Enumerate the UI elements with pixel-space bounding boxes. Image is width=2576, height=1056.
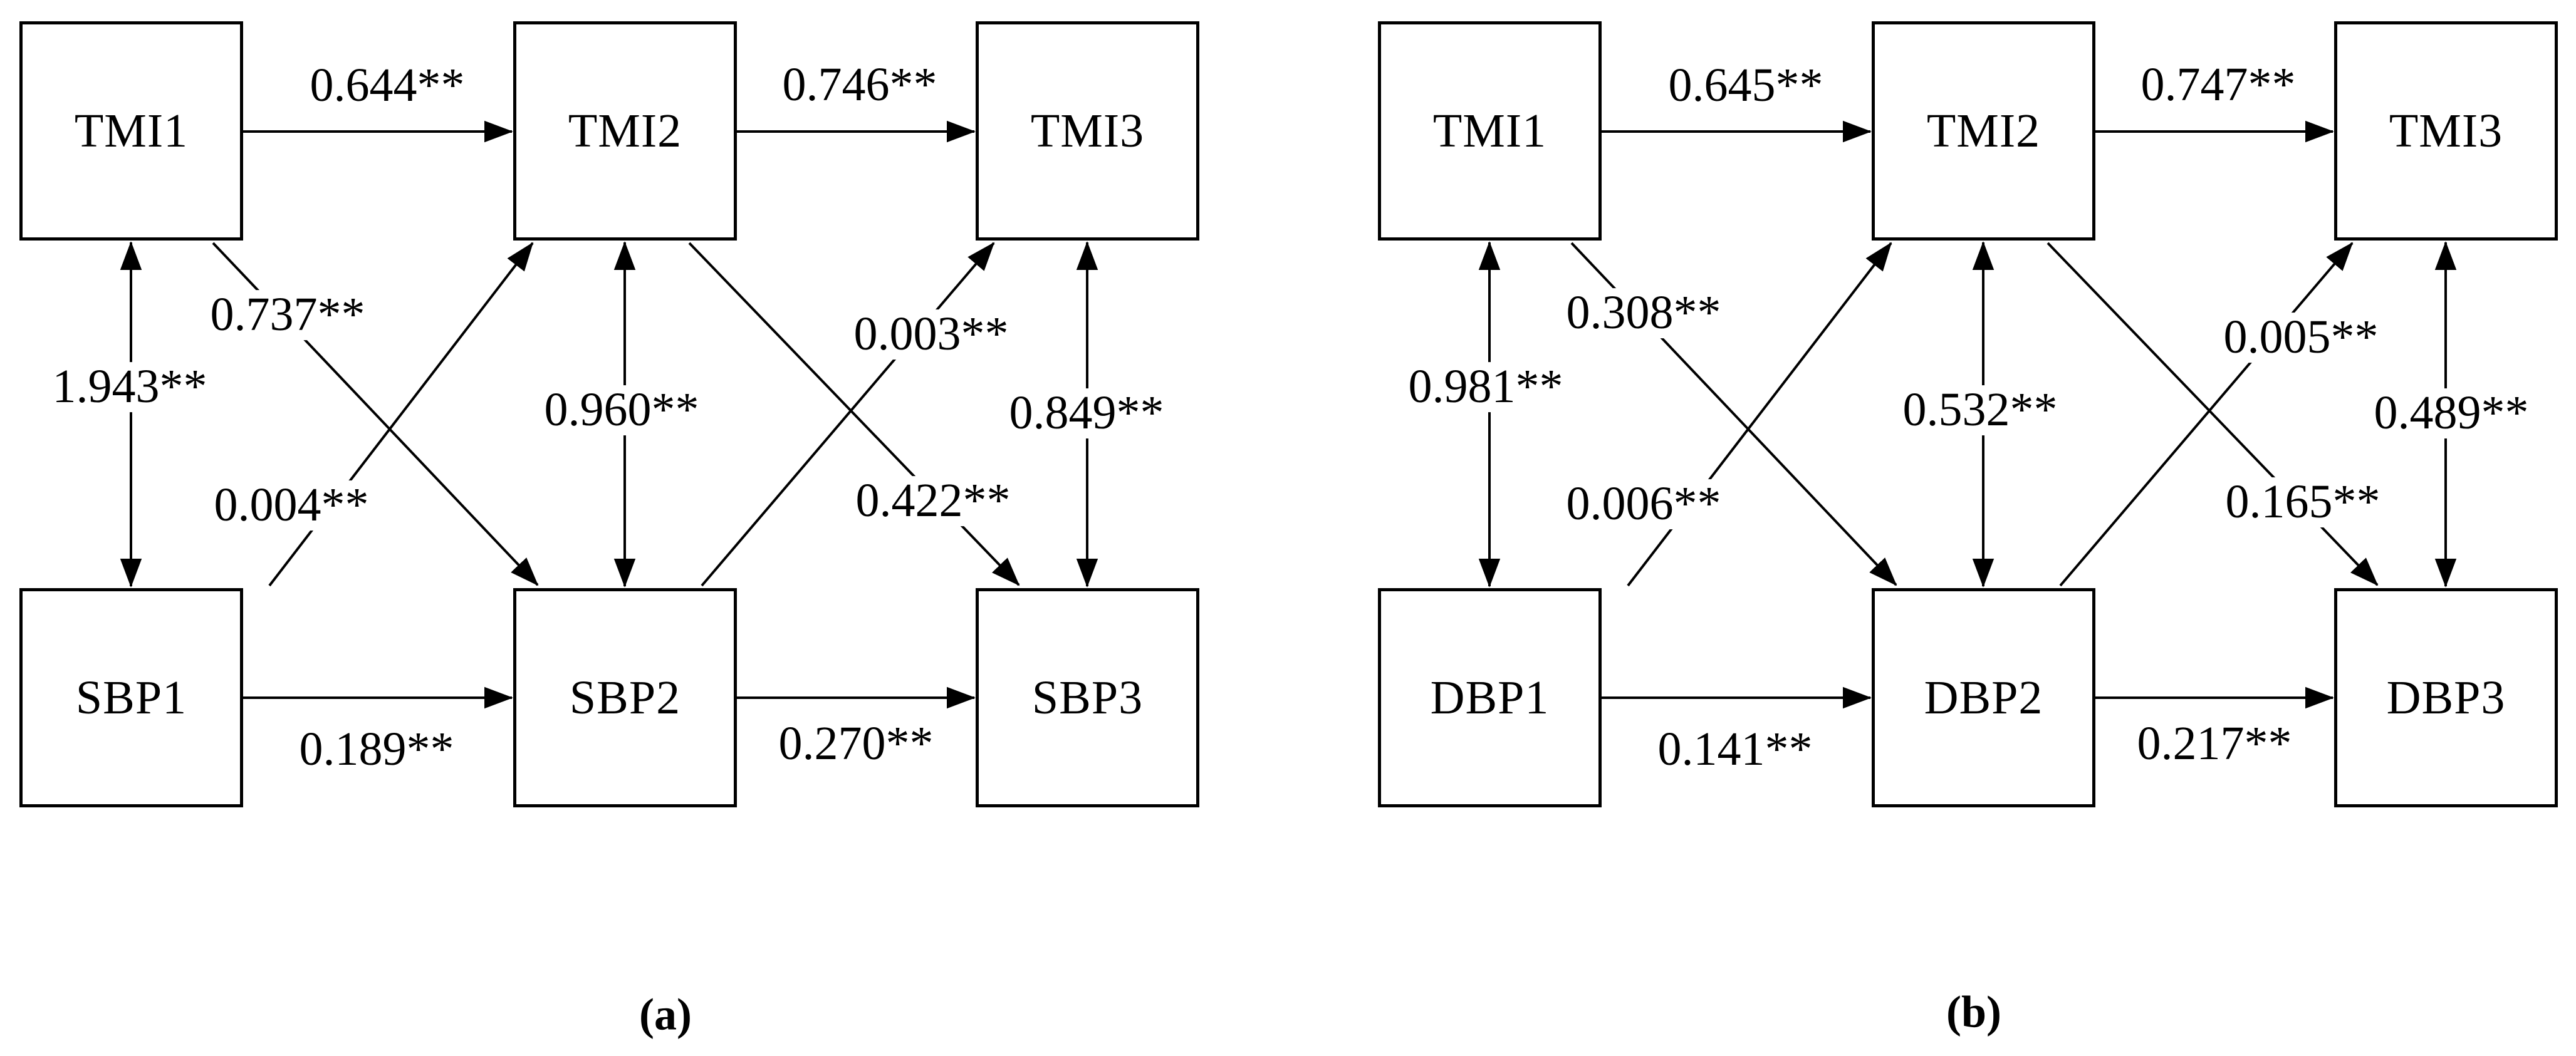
coef-b-cross-top1-bottom2: 0.308** — [1560, 287, 1728, 338]
node-a-sbp1: SBP1 — [19, 588, 243, 807]
node-label: TMI2 — [568, 104, 682, 157]
node-a-tmi2: TMI2 — [513, 21, 737, 241]
node-label: SBP2 — [569, 671, 681, 724]
coef-a-cross-bottom2-top3: 0.003** — [847, 309, 1015, 360]
coef-a-covariance-1: 1.943** — [46, 361, 214, 412]
panel-b-caption: (b) — [1946, 986, 2001, 1037]
coef-b-cross-bottom2-top3: 0.005** — [2217, 312, 2385, 363]
node-a-sbp2: SBP2 — [513, 588, 737, 807]
coef-b-cross-top2-bottom3: 0.165** — [2219, 477, 2387, 527]
node-a-sbp3: SBP3 — [976, 588, 1199, 807]
node-label: DBP1 — [1430, 671, 1550, 724]
node-label: DBP2 — [1924, 671, 2043, 724]
coef-a-cross-top1-bottom2: 0.737** — [204, 289, 372, 340]
coef-b-cross-bottom1-top2: 0.006** — [1560, 479, 1728, 529]
coef-a-cross-top2-bottom3: 0.422** — [849, 475, 1017, 526]
panel-a: TMI1 TMI2 TMI3 SBP1 SBP2 SBP3 0.644** 0.… — [0, 0, 1218, 1056]
node-label: TMI3 — [2389, 104, 2503, 157]
node-b-tmi3: TMI3 — [2334, 21, 2558, 241]
coef-a-top-auto-2: 0.746** — [776, 60, 944, 110]
node-b-tmi2: TMI2 — [1872, 21, 2095, 241]
node-b-dbp2: DBP2 — [1872, 588, 2095, 807]
coef-b-covariance-1: 0.981** — [1402, 361, 1570, 412]
coef-b-bottom-auto-1: 0.141** — [1651, 724, 1819, 775]
node-b-dbp1: DBP1 — [1378, 588, 1602, 807]
panel-a-caption: (a) — [639, 989, 692, 1040]
coef-a-cross-bottom1-top2: 0.004** — [207, 480, 375, 531]
node-label: TMI1 — [74, 104, 189, 157]
node-label: SBP1 — [75, 671, 187, 724]
node-label: TMI3 — [1030, 104, 1145, 157]
coef-b-covariance-3: 0.489** — [2367, 388, 2535, 438]
coef-a-top-auto-1: 0.644** — [303, 60, 471, 111]
node-label: TMI2 — [1926, 104, 2041, 157]
coef-a-covariance-2: 0.960** — [538, 385, 706, 435]
coef-a-covariance-3: 0.849** — [1003, 388, 1171, 438]
node-label: TMI1 — [1432, 104, 1547, 157]
coef-a-bottom-auto-1: 0.189** — [293, 724, 461, 775]
arrow-cross-bottom2-to-top3 — [701, 242, 995, 587]
coef-b-top-auto-1: 0.645** — [1662, 60, 1830, 111]
node-b-dbp3: DBP3 — [2334, 588, 2558, 807]
coef-b-covariance-2: 0.532** — [1896, 385, 2064, 435]
node-label: DBP3 — [2386, 671, 2506, 724]
node-b-tmi1: TMI1 — [1378, 21, 1602, 241]
node-a-tmi1: TMI1 — [19, 21, 243, 241]
coef-a-bottom-auto-2: 0.270** — [772, 718, 940, 769]
node-a-tmi3: TMI3 — [976, 21, 1199, 241]
node-label: SBP3 — [1031, 671, 1144, 724]
panel-b: TMI1 TMI2 TMI3 DBP1 DBP2 DBP3 0.645** 0.… — [1358, 0, 2576, 1056]
coef-b-bottom-auto-2: 0.217** — [2130, 718, 2298, 769]
arrow-cross-top2-to-bottom3 — [688, 242, 1020, 586]
coef-b-top-auto-2: 0.747** — [2134, 60, 2302, 110]
